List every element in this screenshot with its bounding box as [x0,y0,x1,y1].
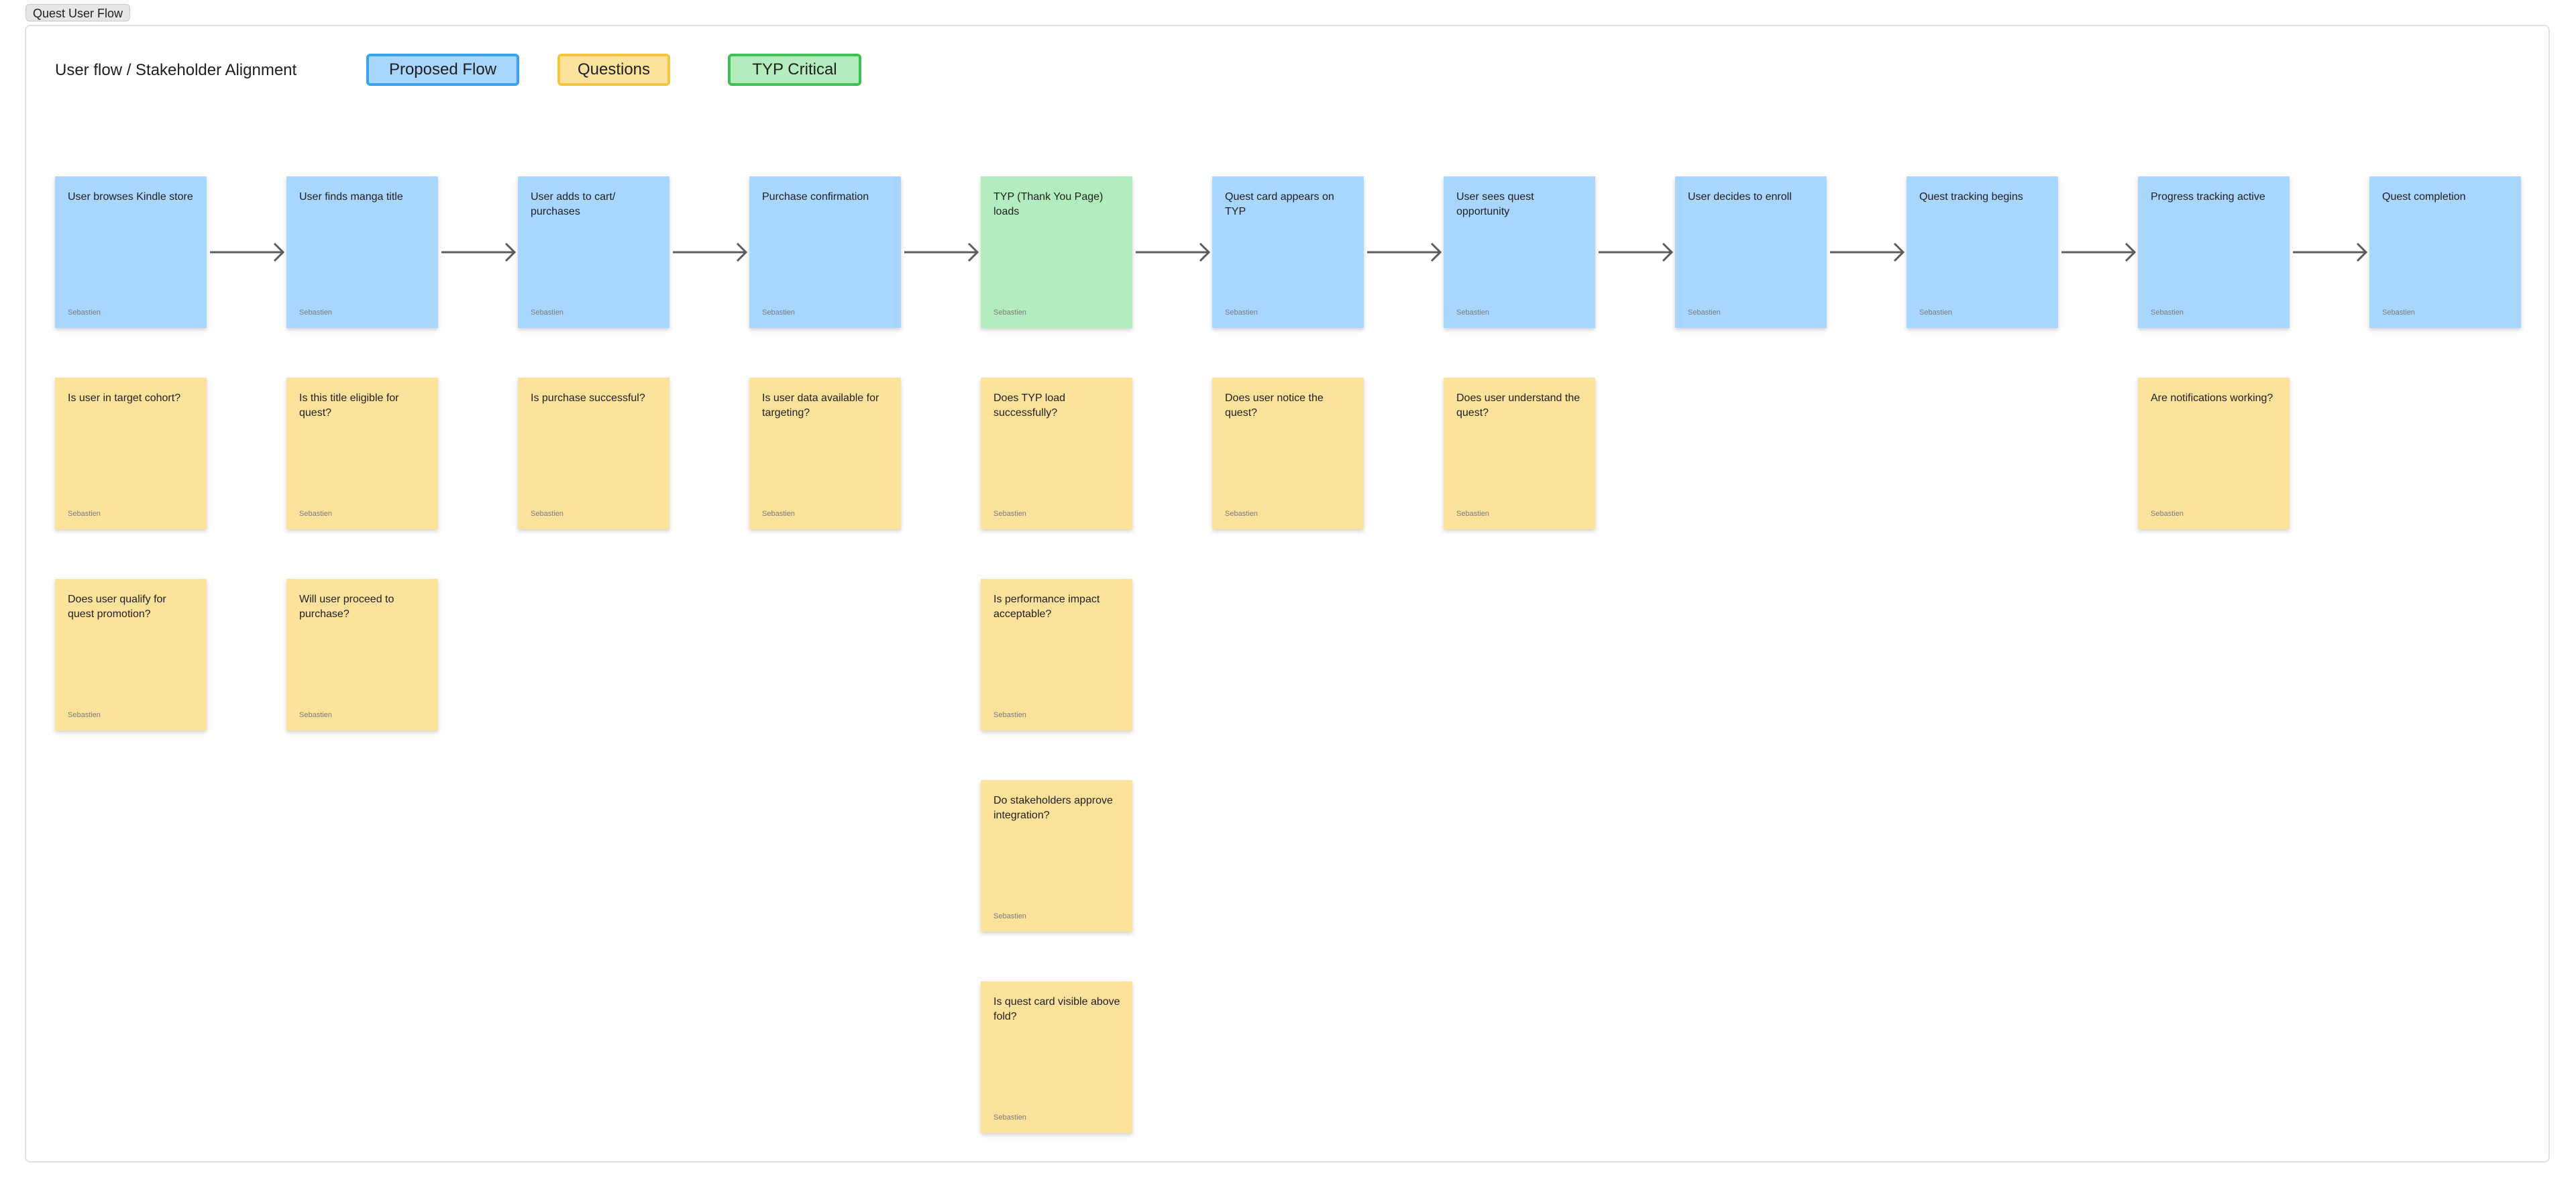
flow-connector-arrow[interactable] [2293,242,2368,262]
question-note[interactable]: Is user data available for targeting? Seb… [749,378,901,529]
sticky-note-author: Sebastien [1225,309,1258,317]
sticky-note-text: Does user understand the quest? [1456,392,1580,419]
sticky-note-author: Sebastien [762,309,795,317]
sticky-note-text: Will user proceed to purchase? [299,594,394,620]
legend-proposed-flow[interactable]: Proposed Flow [366,54,519,86]
sticky-note-text: User decides to enroll [1688,191,1792,203]
sticky-note-text: TYP (Thank You Page) loads [994,191,1104,217]
section-frame [25,25,2550,1163]
sticky-note-text: Progress tracking active [2151,191,2265,203]
question-note[interactable]: Is this title eligible for quest? Sebasti… [286,378,438,529]
flow-connector-arrow[interactable] [1830,242,1905,262]
flow-connector-arrow[interactable] [673,242,748,262]
sticky-note-text: Does TYP load successfully? [994,392,1066,419]
sticky-note-text: Does user qualify for quest promotion? [68,594,166,620]
flow-connector-arrow[interactable] [441,242,517,262]
sticky-note-author: Sebastien [531,309,564,317]
question-note[interactable]: Is user in target cohort? Sebastien [55,378,207,529]
sticky-note-text: Is user data available for targeting? [762,392,879,419]
legend-questions[interactable]: Questions [557,54,670,86]
sticky-note-text: User adds to cart/ purchases [531,191,616,217]
question-note[interactable]: Is purchase successful? Sebastien [518,378,669,529]
sticky-note-author: Sebastien [299,309,332,317]
question-note[interactable]: Does TYP load successfully? Sebastien [981,378,1132,529]
flow-connector-arrow[interactable] [1136,242,1211,262]
sticky-note-author: Sebastien [994,510,1026,518]
section-title-tab[interactable]: Quest User Flow [25,4,131,21]
sticky-note-author: Sebastien [994,309,1026,317]
question-note[interactable]: Does user qualify for quest promotion? Se… [55,579,207,731]
sticky-note-text: Quest tracking begins [1919,191,2023,203]
legend-typ-critical[interactable]: TYP Critical [728,54,861,86]
sticky-note-text: Does user notice the quest? [1225,392,1324,419]
sticky-note-author: Sebastien [994,1114,1026,1122]
sticky-note-author: Sebastien [1225,510,1258,518]
question-note[interactable]: Are notifications working? Sebastien [2138,378,2290,529]
sticky-note-text: User finds manga title [299,191,403,203]
sticky-note-author: Sebastien [531,510,564,518]
flow-connector-arrow[interactable] [2061,242,2137,262]
sticky-note-text: Is this title eligible for quest? [299,392,399,419]
sticky-note-text: Are notifications working? [2151,392,2273,404]
sticky-note-text: User sees quest opportunity [1456,191,1534,217]
sticky-note-text: Quest card appears on TYP [1225,191,1334,217]
board-heading: User flow / Stakeholder Alignment [55,61,297,79]
sticky-note-author: Sebastien [2151,510,2184,518]
sticky-note-text: Do stakeholders approve integration? [994,795,1113,821]
sticky-note-text: User browses Kindle store [68,191,193,203]
sticky-note-text: Is user in target cohort? [68,392,181,404]
sticky-note-author: Sebastien [2382,309,2415,317]
sticky-note-author: Sebastien [994,711,1026,719]
sticky-note-text: Is quest card visible above fold? [994,996,1120,1022]
sticky-note-author: Sebastien [299,510,332,518]
question-note[interactable]: Does user notice the quest? Sebastien [1212,378,1364,529]
sticky-note-text: Is purchase successful? [531,392,645,404]
question-note[interactable]: Is quest card visible above fold? Sebasti… [981,981,1132,1133]
question-note[interactable]: Will user proceed to purchase? Sebastien [286,579,438,731]
sticky-note-author: Sebastien [762,510,795,518]
question-note[interactable]: Does user understand the quest? Sebastien [1444,378,1595,529]
sticky-note-text: Is performance impact acceptable? [994,594,1100,620]
flow-connector-arrow[interactable] [1367,242,1442,262]
flow-step-note[interactable]: Quest card appears on TYP Sebastien [1212,176,1364,328]
sticky-note-text: Purchase confirmation [762,191,869,203]
question-note[interactable]: Do stakeholders approve integration? Seba… [981,780,1132,932]
flow-connector-arrow[interactable] [210,242,285,262]
flow-connector-arrow[interactable] [1599,242,1674,262]
sticky-note-text: Quest completion [2382,191,2466,203]
sticky-note-author: Sebastien [1456,510,1489,518]
sticky-note-author: Sebastien [994,912,1026,920]
sticky-note-author: Sebastien [1688,309,1721,317]
sticky-note-author: Sebastien [1919,309,1952,317]
sticky-note-author: Sebastien [2151,309,2184,317]
sticky-note-author: Sebastien [299,711,332,719]
sticky-note-author: Sebastien [68,711,101,719]
question-note[interactable]: Is performance impact acceptable? Sebasti… [981,579,1132,731]
flow-connector-arrow[interactable] [904,242,979,262]
sticky-note-author: Sebastien [1456,309,1489,317]
sticky-note-author: Sebastien [68,510,101,518]
sticky-note-author: Sebastien [68,309,101,317]
